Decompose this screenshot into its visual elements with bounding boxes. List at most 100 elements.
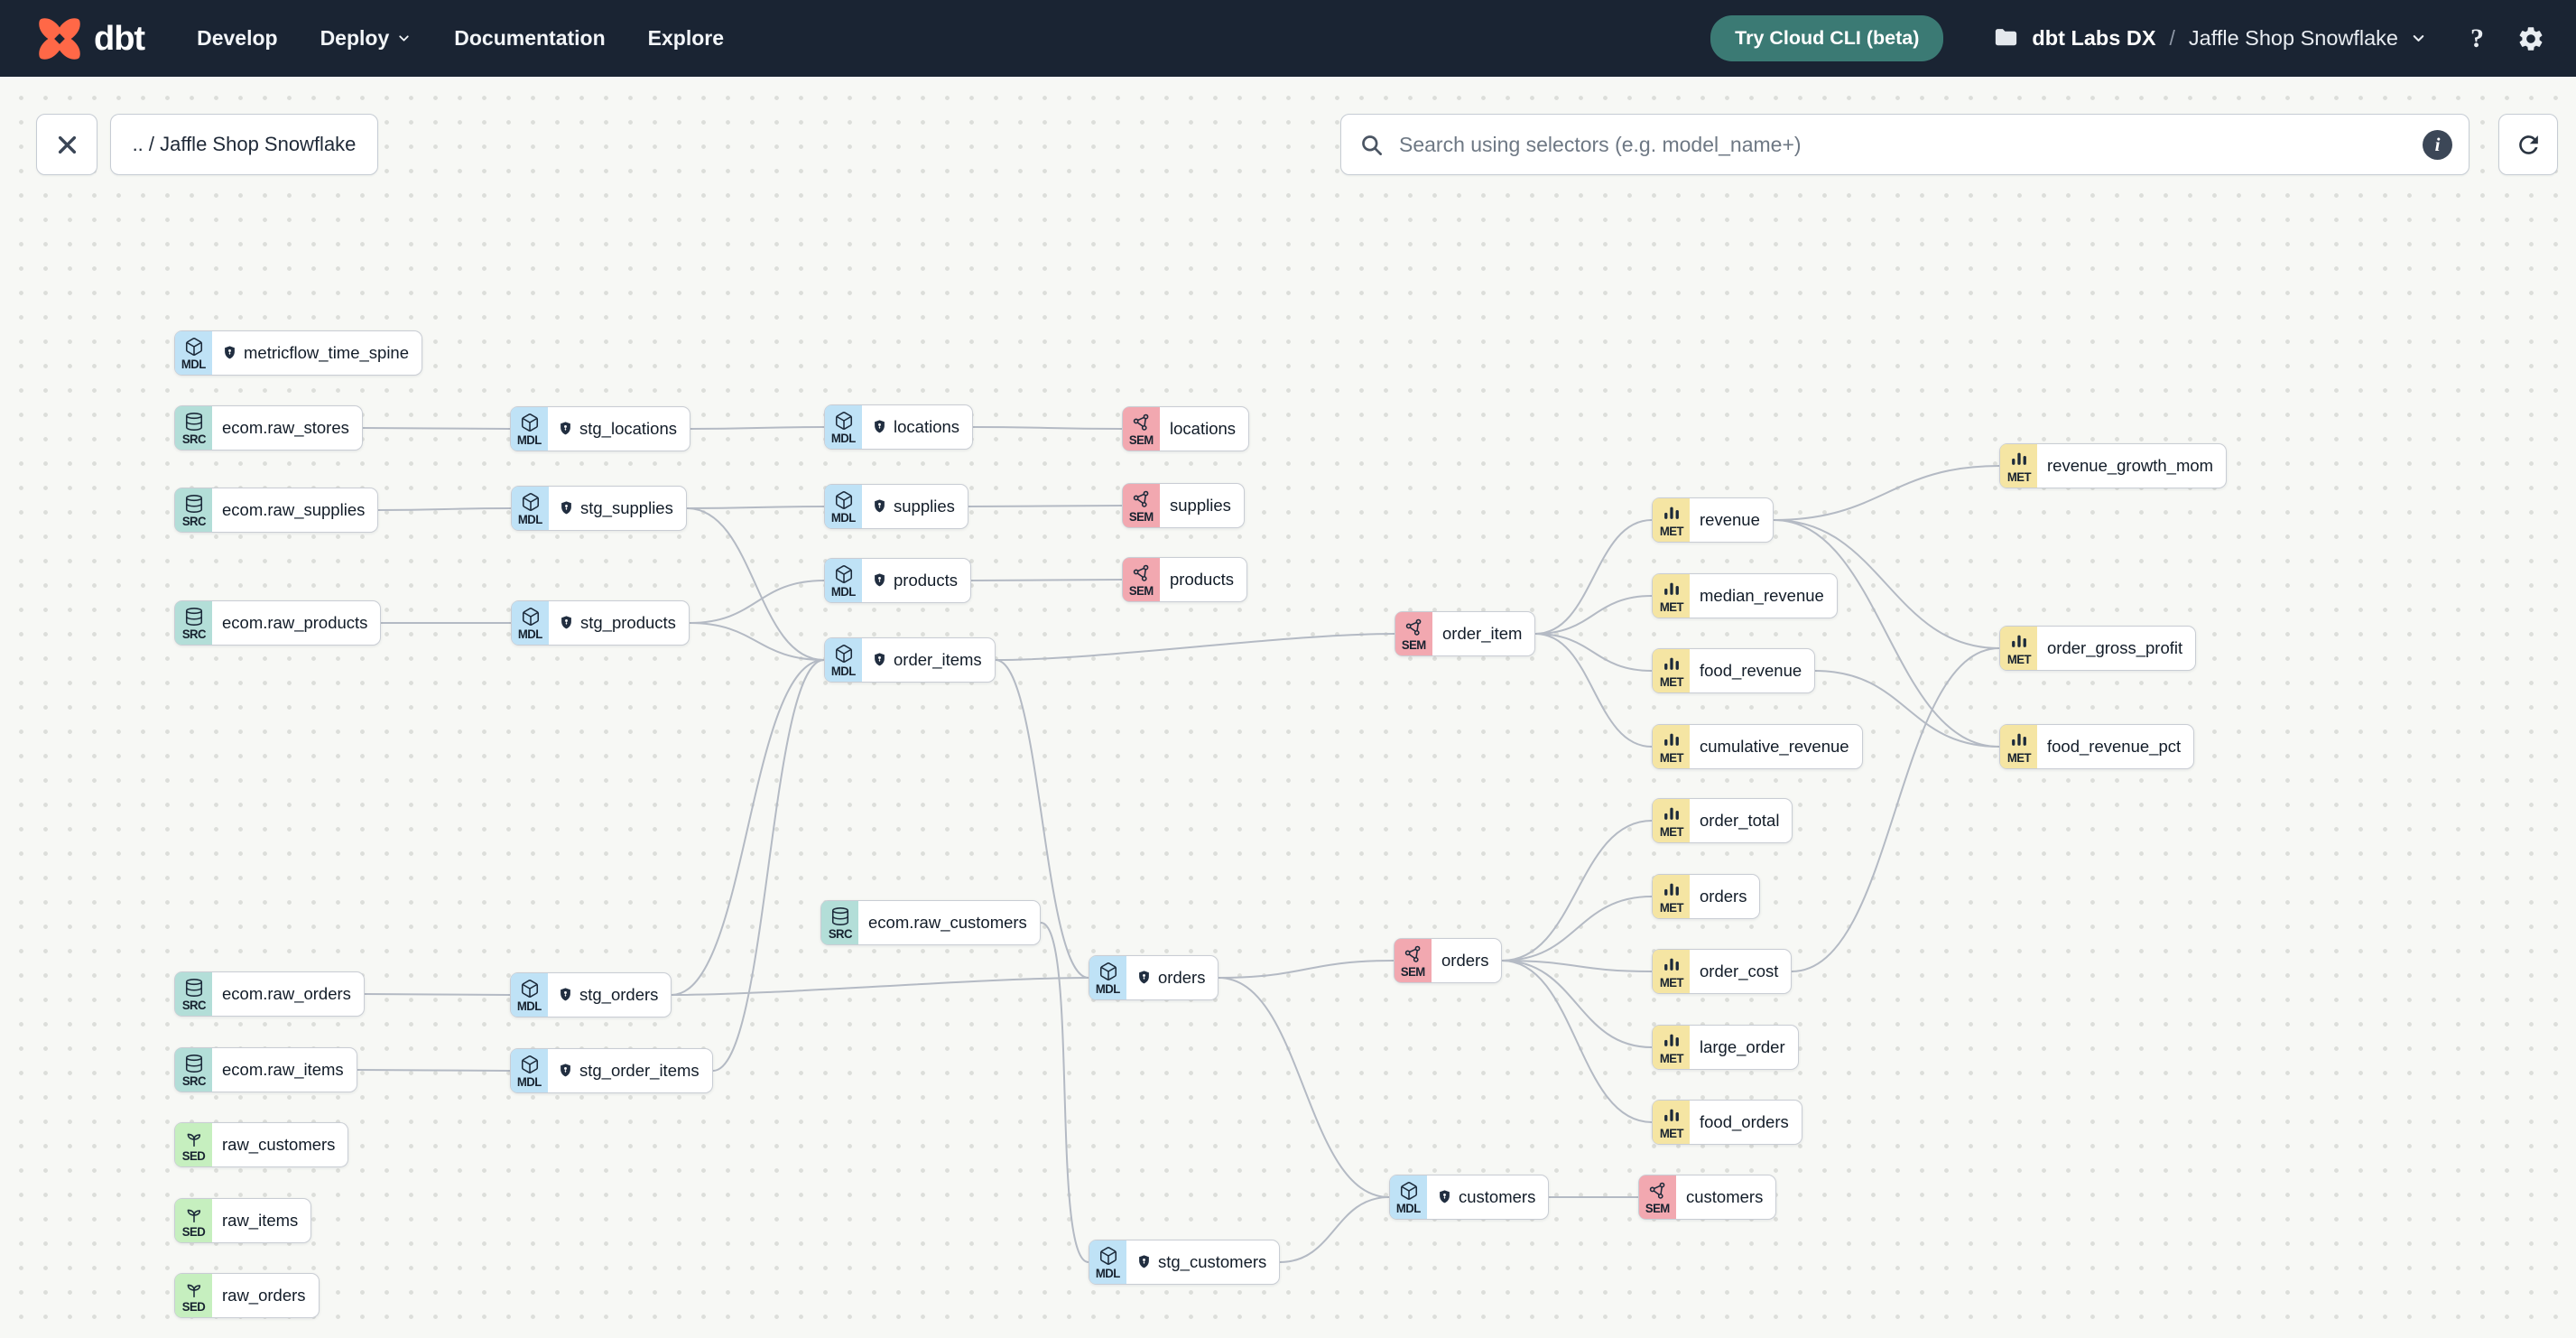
node-label: large_order [1700,1037,1785,1056]
nav-item-documentation[interactable]: Documentation [454,26,605,51]
cube-icon [185,337,202,356]
node-type-label: SRC [828,925,852,941]
close-icon [58,135,76,153]
nav-item-label: Develop [197,26,278,50]
node-type-label: SRC [181,1073,206,1088]
settings-button[interactable] [2516,24,2545,53]
help-button[interactable]: ? [2465,23,2489,55]
metric-icon [2011,733,2026,746]
node-type-label: MDL [517,432,542,447]
node-label: stg_order_items [579,1061,700,1080]
node-label-area: stg_supplies [549,487,686,530]
edge-orders_sem-to-order_cost [1501,960,1653,972]
dbt-logo[interactable]: dbt [36,15,145,62]
shield-icon [1139,1254,1149,1268]
edge-revenue-to-revenue_growth_mom [1773,465,2000,521]
node-label: food_revenue_pct [2047,737,2182,756]
node-type-label: SRC [181,626,206,641]
node-type-badge: MDL [825,638,862,682]
node-type-label: MDL [181,356,206,371]
nav-item-deploy[interactable]: Deploy [320,26,412,51]
node-label: revenue [1700,510,1760,529]
metric-icon [1663,1034,1679,1046]
access-shield [872,572,887,590]
project-switcher[interactable]: dbt Labs DX / Jaffle Shop Snowflake [1992,24,2427,52]
metric-icon [1663,657,1679,670]
seed-icon [187,1284,200,1297]
node-type-label: MET [1659,523,1683,538]
node-label: ecom.raw_stores [222,418,349,437]
nav-item-explore[interactable]: Explore [648,26,724,51]
selector-search: i [1340,114,2469,175]
brand-name: dbt [94,19,145,58]
edge-ecom_raw_customers-to-stg_customers [1040,922,1089,1263]
access-shield [558,1063,573,1080]
refresh-button[interactable] [2498,114,2558,175]
nav-item-develop[interactable]: Develop [197,26,277,51]
chevron-down-icon [2413,35,2424,42]
node-type-badge: MDL [1390,1175,1427,1219]
node-type-label: MET [1659,599,1683,614]
edge-stg_supplies-to-order_items [686,507,825,661]
edge-products_mdl-to-products_sem [970,579,1123,581]
close-lineage-button[interactable] [36,114,97,175]
node-type-label: SRC [181,997,206,1012]
node-type-badge: MDL [825,405,862,449]
node-type-label: SEM [1129,582,1154,598]
try-cloud-cli-button[interactable]: Try Cloud CLI (beta) [1710,15,1944,61]
node-label-area: stg_customers [1126,1240,1279,1284]
node-label-area: cumulative_revenue [1690,725,1862,768]
node-revenue[interactable]: MET revenue [1652,497,1774,543]
node-ecom_raw_orders[interactable]: SRC ecom.raw_orders [174,971,365,1017]
node-label: ecom.raw_orders [222,984,351,1003]
node-label-area: stg_products [549,601,689,645]
shield-icon [561,500,571,514]
lineage-breadcrumb[interactable]: .. / Jaffle Shop Snowflake [110,114,378,175]
nav-item-label: Explore [647,26,725,50]
search-input[interactable] [1397,131,2423,158]
access-shield [872,498,887,516]
node-label-area: orders [1432,939,1501,982]
access-shield [558,987,573,1004]
node-type-badge: MDL [1089,1240,1126,1284]
info-icon[interactable]: i [2423,129,2452,160]
